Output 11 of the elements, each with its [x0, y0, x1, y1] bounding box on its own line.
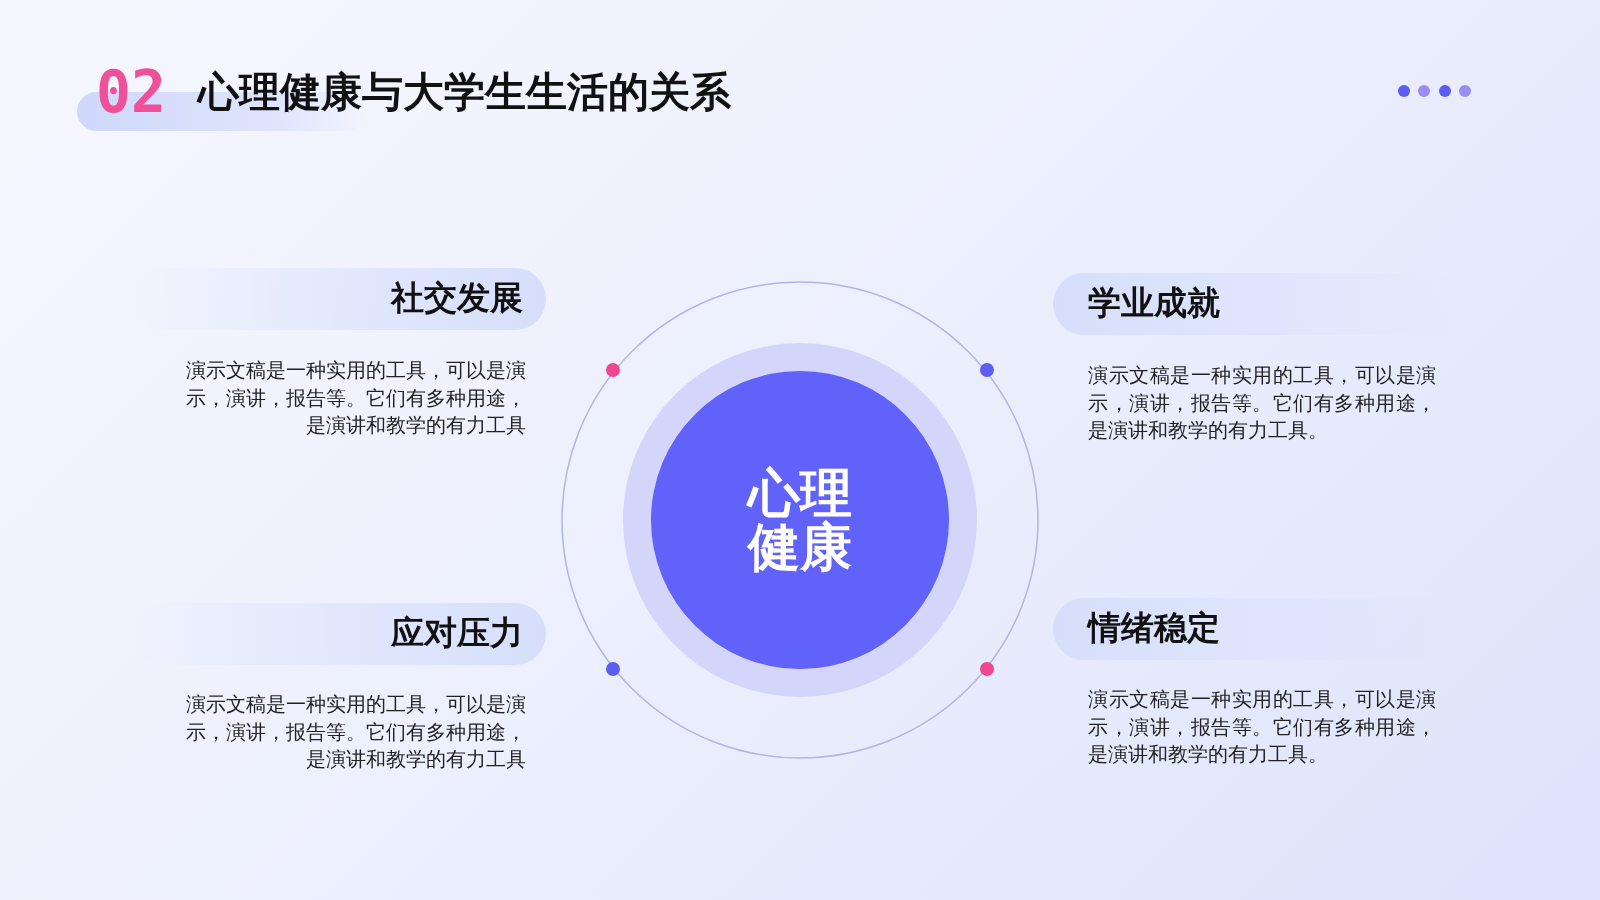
section-number: 02 — [96, 60, 166, 124]
heading: 社交发展 — [391, 277, 523, 319]
title: 心理健康与大学生生活的关系 — [198, 67, 731, 118]
heading: 情绪稳定 — [1088, 607, 1220, 649]
heading: 应对压力 — [391, 612, 523, 654]
description-text: 演示文稿是一种实用的工具，可以是演示，演讲，报告等。它们有多种用途，是演讲和教学的有力工具 — [185, 691, 526, 773]
center-label: 心理健康 — [745, 466, 853, 574]
description-text: 演示文稿是一种实用的工具，可以是演示，演讲，报告等。它们有多种用途，是演讲和教学的有力工具。 — [1088, 686, 1436, 768]
heading: 学业成就 — [1088, 282, 1220, 324]
description-text: 演示文稿是一种实用的工具，可以是演示，演讲，报告等。它们有多种用途，是演讲和教学的有力工具 — [185, 357, 526, 439]
description-text: 演示文稿是一种实用的工具，可以是演示，演讲，报告等。它们有多种用途，是演讲和教学的有力工具。 — [1088, 362, 1436, 444]
